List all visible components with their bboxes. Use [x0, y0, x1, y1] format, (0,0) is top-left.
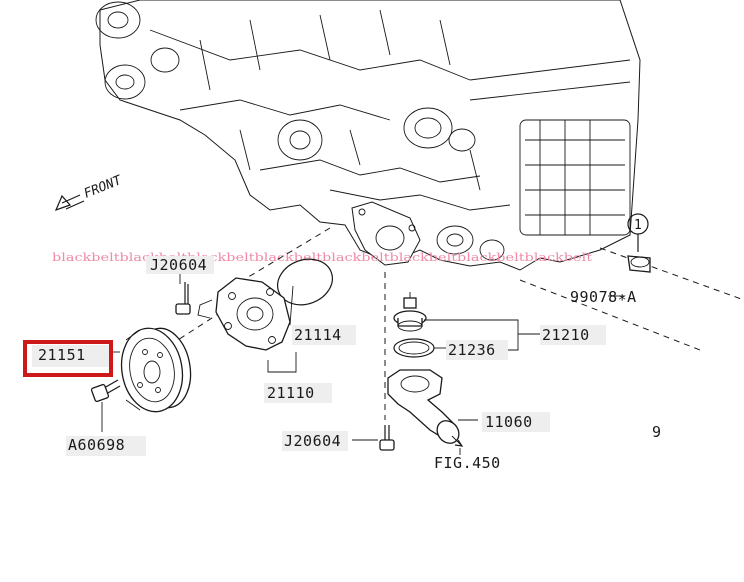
front-label: FRONT [82, 173, 125, 202]
engine-block [95, 0, 641, 271]
highlight-box-21151 [23, 340, 113, 377]
label-fig450: FIG.450 [434, 454, 501, 472]
label-11060: 11060 [485, 413, 533, 431]
label-21210: 21210 [542, 326, 590, 344]
label-j20604-top: J20604 [150, 256, 207, 274]
front-direction-arrow: FRONT [54, 173, 125, 212]
label-21151: 21151 [38, 346, 86, 364]
label-backgrounds [32, 256, 606, 456]
label-j20604-bottom: J20604 [284, 432, 341, 450]
pulley-21151 [120, 327, 192, 413]
label-a60698: A60698 [68, 436, 125, 454]
label-21110: 21110 [267, 384, 315, 402]
label-cutoff-9: 9 [652, 423, 662, 441]
gasket-21114 [277, 258, 333, 306]
label-21236: 21236 [448, 341, 496, 359]
label-21114: 21114 [294, 326, 342, 344]
thermostat-cover-11060 [387, 369, 464, 447]
callout-1-label: 1 [634, 218, 642, 233]
bolt-a60698 [90, 379, 121, 403]
thermostat-assembly [393, 292, 427, 332]
water-pump-21110 [197, 277, 291, 351]
label-99078a: 99078∗A [570, 288, 637, 306]
bolt-j20604-bottom [379, 425, 395, 451]
bolt-j20604-top [175, 282, 191, 315]
callout-1-marker: 1 [627, 213, 651, 273]
